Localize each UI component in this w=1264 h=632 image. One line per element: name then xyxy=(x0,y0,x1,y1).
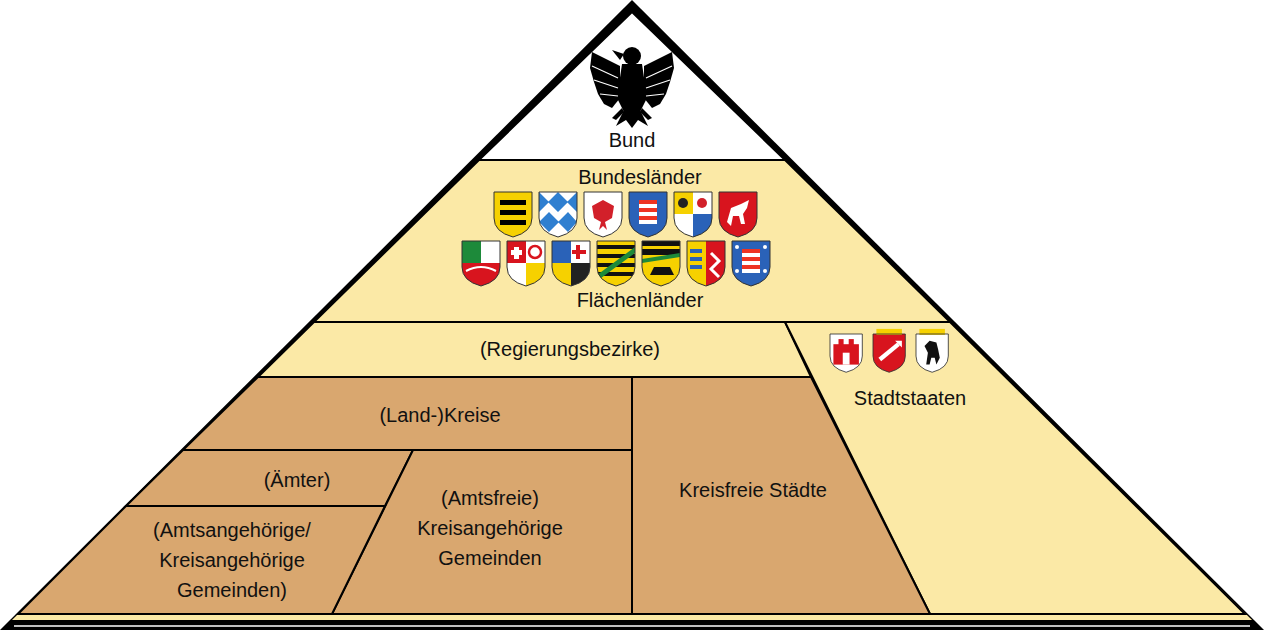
node-label: Kreisfreie Städte xyxy=(653,475,853,505)
node-label: (Ämter) xyxy=(227,465,367,495)
node-sublabel: Flächenländer xyxy=(530,285,750,315)
node-label: (Amtsfreie) Kreisangehörige Gemeinden xyxy=(398,483,583,573)
county-box: (Land-)Kreise xyxy=(183,377,632,450)
office-box: (Ämter) xyxy=(126,450,413,506)
county-free-city-box: Kreisfreie Städte xyxy=(632,377,930,614)
state-level-band: BundesländerFlächenländer xyxy=(314,160,950,322)
node-label: (Land-)Kreise xyxy=(310,400,570,430)
federal-eagle xyxy=(590,47,674,128)
node-label: Bund xyxy=(572,125,692,155)
federal-level: Bund xyxy=(479,12,785,160)
municipality-box: (Amtsfreie) Kreisangehörige Gemeinden xyxy=(332,450,632,614)
municipality-box: (Amtsangehörige/ Kreisangehörige Gemeind… xyxy=(18,506,385,614)
node-label: (Regierungsbezirke) xyxy=(420,334,720,364)
node-label: Bundesländer xyxy=(530,162,750,192)
district-band: (Regierungsbezirke) xyxy=(258,322,811,377)
node-label: (Amtsangehörige/ Kreisangehörige Gemeind… xyxy=(140,515,325,605)
node-label: Stadtstaaten xyxy=(830,383,990,413)
